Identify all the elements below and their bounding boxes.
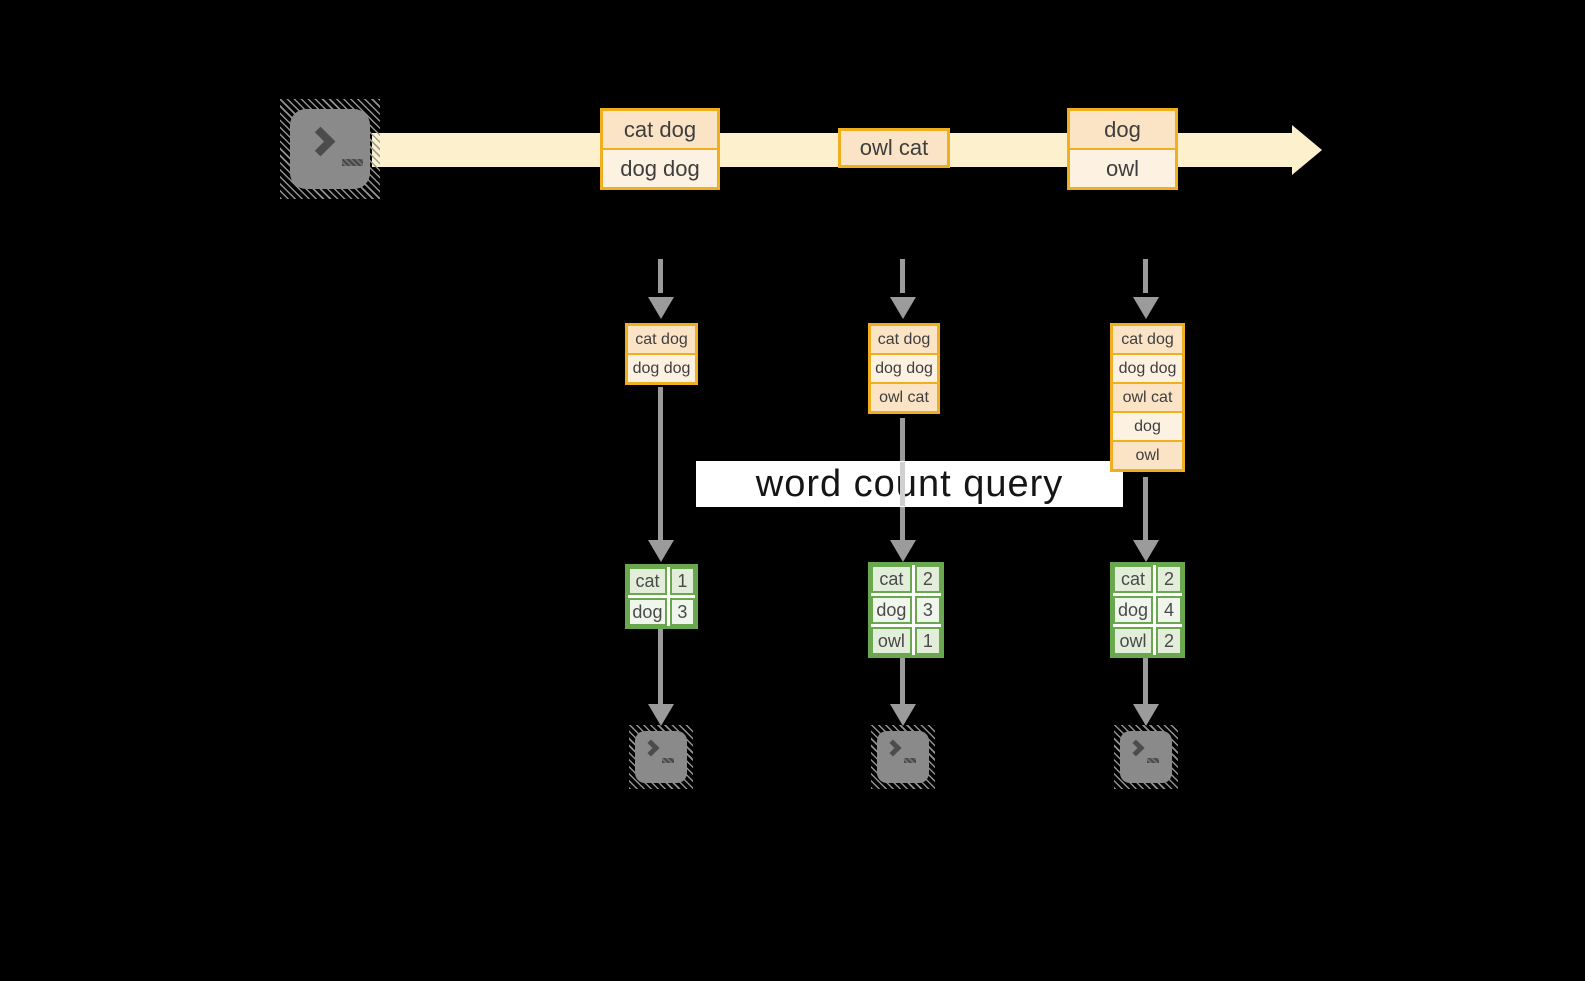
arrow-head-icon bbox=[648, 704, 674, 726]
arrow-line bbox=[900, 658, 905, 706]
arrow-line bbox=[1143, 658, 1148, 706]
batch-stack-2: cat dog dog dog owl cat bbox=[868, 323, 940, 414]
stream-event-box-2: owl cat bbox=[838, 128, 950, 168]
stream-source-terminal-icon bbox=[280, 99, 380, 199]
batch-line: cat dog bbox=[628, 326, 695, 355]
stream-event-line: cat dog bbox=[603, 111, 717, 150]
count-word: owl bbox=[1113, 627, 1154, 655]
dashed-arrow-line bbox=[658, 259, 663, 293]
sink-terminal-icon-2 bbox=[871, 725, 935, 789]
batch-line: cat dog bbox=[871, 326, 937, 355]
arrow-head-icon bbox=[1133, 540, 1159, 562]
count-word: dog bbox=[1113, 596, 1154, 624]
count-value: 2 bbox=[1156, 565, 1182, 593]
dashed-arrow-head-icon bbox=[648, 297, 674, 319]
count-word: cat bbox=[871, 565, 912, 593]
batch-line: owl cat bbox=[871, 384, 937, 411]
count-word: dog bbox=[871, 596, 912, 624]
batch-line: owl bbox=[1113, 442, 1182, 469]
count-value: 1 bbox=[669, 567, 695, 595]
stream-event-line: owl bbox=[1070, 150, 1175, 187]
count-value: 3 bbox=[914, 596, 941, 624]
batch-line: dog bbox=[1113, 413, 1182, 442]
count-value: 4 bbox=[1156, 596, 1182, 624]
count-word: dog bbox=[628, 598, 667, 626]
arrow-line-over-banner bbox=[900, 462, 905, 506]
dashed-arrow-line bbox=[900, 259, 905, 293]
sink-terminal-icon-3 bbox=[1114, 725, 1178, 789]
batch-stack-1: cat dog dog dog bbox=[625, 323, 698, 385]
count-table-1: cat 1 dog 3 bbox=[625, 564, 698, 629]
stream-event-line: dog dog bbox=[603, 150, 717, 187]
terminal-prompt-icon bbox=[305, 126, 336, 157]
terminal-underscore-icon bbox=[904, 758, 916, 763]
arrow-line bbox=[1143, 477, 1148, 540]
count-table-2: cat 2 dog 3 owl 1 bbox=[868, 562, 944, 658]
count-value: 1 bbox=[914, 627, 941, 655]
count-word: cat bbox=[628, 567, 667, 595]
arrow-line bbox=[658, 387, 663, 540]
stream-event-box-3: dog owl bbox=[1067, 108, 1178, 190]
batch-line: owl cat bbox=[1113, 384, 1182, 413]
arrow-head-icon bbox=[1133, 704, 1159, 726]
terminal-body bbox=[1120, 731, 1172, 783]
count-value: 3 bbox=[669, 598, 695, 626]
batch-stack-3: cat dog dog dog owl cat dog owl bbox=[1110, 323, 1185, 472]
arrow-head-icon bbox=[648, 540, 674, 562]
sink-terminal-icon-1 bbox=[629, 725, 693, 789]
batch-line: dog dog bbox=[871, 355, 937, 384]
terminal-body bbox=[877, 731, 929, 783]
batch-line: dog dog bbox=[628, 355, 695, 382]
arrow-head-icon bbox=[890, 704, 916, 726]
terminal-prompt-icon bbox=[1127, 739, 1145, 757]
batch-line: dog dog bbox=[1113, 355, 1182, 384]
count-value: 2 bbox=[1156, 627, 1182, 655]
terminal-body bbox=[290, 109, 370, 189]
dashed-arrow-line bbox=[1143, 259, 1148, 293]
terminal-prompt-icon bbox=[884, 739, 902, 757]
dashed-arrow-head-icon bbox=[890, 297, 916, 319]
query-banner: word count query bbox=[696, 461, 1123, 507]
terminal-underscore-icon bbox=[1147, 758, 1159, 763]
stream-event-line: dog bbox=[1070, 111, 1175, 150]
query-banner-label: word count query bbox=[755, 462, 1064, 505]
count-table-3: cat 2 dog 4 owl 2 bbox=[1110, 562, 1185, 658]
terminal-underscore-icon bbox=[342, 159, 363, 166]
stream-event-line: owl cat bbox=[841, 131, 947, 165]
terminal-body bbox=[635, 731, 687, 783]
dashed-arrow-head-icon bbox=[1133, 297, 1159, 319]
stream-arrowhead-icon bbox=[1292, 125, 1322, 175]
count-word: cat bbox=[1113, 565, 1154, 593]
terminal-underscore-icon bbox=[662, 758, 674, 763]
arrow-head-icon bbox=[890, 540, 916, 562]
terminal-prompt-icon bbox=[642, 739, 660, 757]
batch-line: cat dog bbox=[1113, 326, 1182, 355]
count-value: 2 bbox=[914, 565, 941, 593]
count-word: owl bbox=[871, 627, 912, 655]
stream-event-box-1: cat dog dog dog bbox=[600, 108, 720, 190]
arrow-line bbox=[658, 629, 663, 706]
